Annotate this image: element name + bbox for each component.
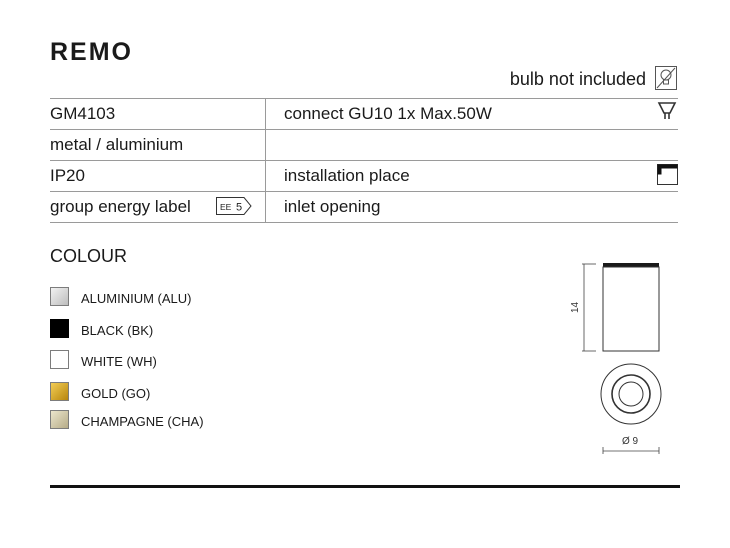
swatch-white [50, 350, 69, 369]
diameter-label: Ø 9 [622, 436, 639, 447]
technical-drawing: 14 Ø 9 [570, 263, 662, 454]
gu10-bulb-icon [657, 102, 677, 119]
table-line [50, 191, 678, 192]
swatch-champagne [50, 410, 69, 429]
colour-label: CHAMPAGNE (CHA) [81, 414, 204, 429]
energy-label-arrow-icon: EE 5 [216, 197, 252, 215]
energy-badge-value: 5 [236, 202, 242, 214]
spec-inlet: inlet opening [284, 197, 381, 216]
product-title: REMO [50, 38, 133, 66]
table-line [50, 129, 678, 130]
colour-label: BLACK (BK) [81, 323, 154, 338]
table-line [50, 222, 678, 223]
height-label: 14 [570, 301, 581, 313]
spec-energy-label: group energy label [50, 197, 191, 216]
bulb-not-included-icon [655, 66, 677, 90]
energy-badge-prefix: EE [220, 202, 232, 212]
colour-label: GOLD (GO) [81, 386, 151, 401]
swatch-gold [50, 382, 69, 401]
spec-connection: connect GU10 1x Max.50W [284, 104, 492, 123]
table-line [50, 160, 678, 161]
footer-rule [50, 485, 680, 488]
spec-code: GM4103 [50, 104, 116, 123]
spec-installation: installation place [284, 166, 410, 185]
spec-material: metal / aluminium [50, 135, 184, 154]
spec-ip-rating: IP20 [50, 166, 85, 185]
ceiling-installation-icon [657, 164, 678, 185]
table-divider [265, 98, 266, 222]
colour-heading: COLOUR [50, 246, 128, 266]
table-line [50, 98, 678, 99]
colour-label: ALUMINIUM (ALU) [81, 291, 192, 306]
colour-label: WHITE (WH) [81, 354, 157, 369]
swatch-black [50, 319, 69, 338]
swatch-aluminium [50, 287, 69, 306]
bulb-note: bulb not included [509, 69, 646, 89]
